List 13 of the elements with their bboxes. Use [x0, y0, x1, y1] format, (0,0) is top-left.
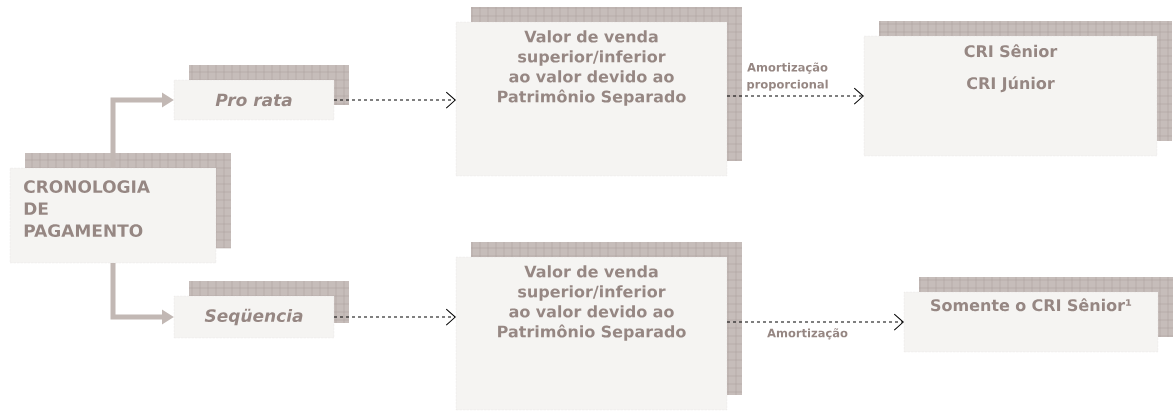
arrow: [333, 91, 456, 109]
process-box: Seqüencia: [173, 280, 350, 339]
process-box: Somente o CRI Sênior¹: [903, 276, 1174, 353]
process-box: CRI Sênior CRI Júnior: [863, 20, 1173, 157]
arrow: [726, 313, 904, 331]
process-box: Pro rata: [173, 64, 350, 121]
edge-label: Amortização proporcional: [747, 62, 828, 91]
arrow: [333, 308, 456, 326]
process-box: CRONOLOGIA DE PAGAMENTO: [9, 152, 232, 264]
arrow: [726, 87, 864, 105]
edge-label: Amortização: [767, 328, 848, 340]
process-box: Valor de venda superior/inferior ao valor devido ao Patrimônio Separado: [455, 241, 743, 411]
process-box: Valor de venda superior/inferior ao valor devido ao Patrimônio Separado: [455, 6, 743, 177]
